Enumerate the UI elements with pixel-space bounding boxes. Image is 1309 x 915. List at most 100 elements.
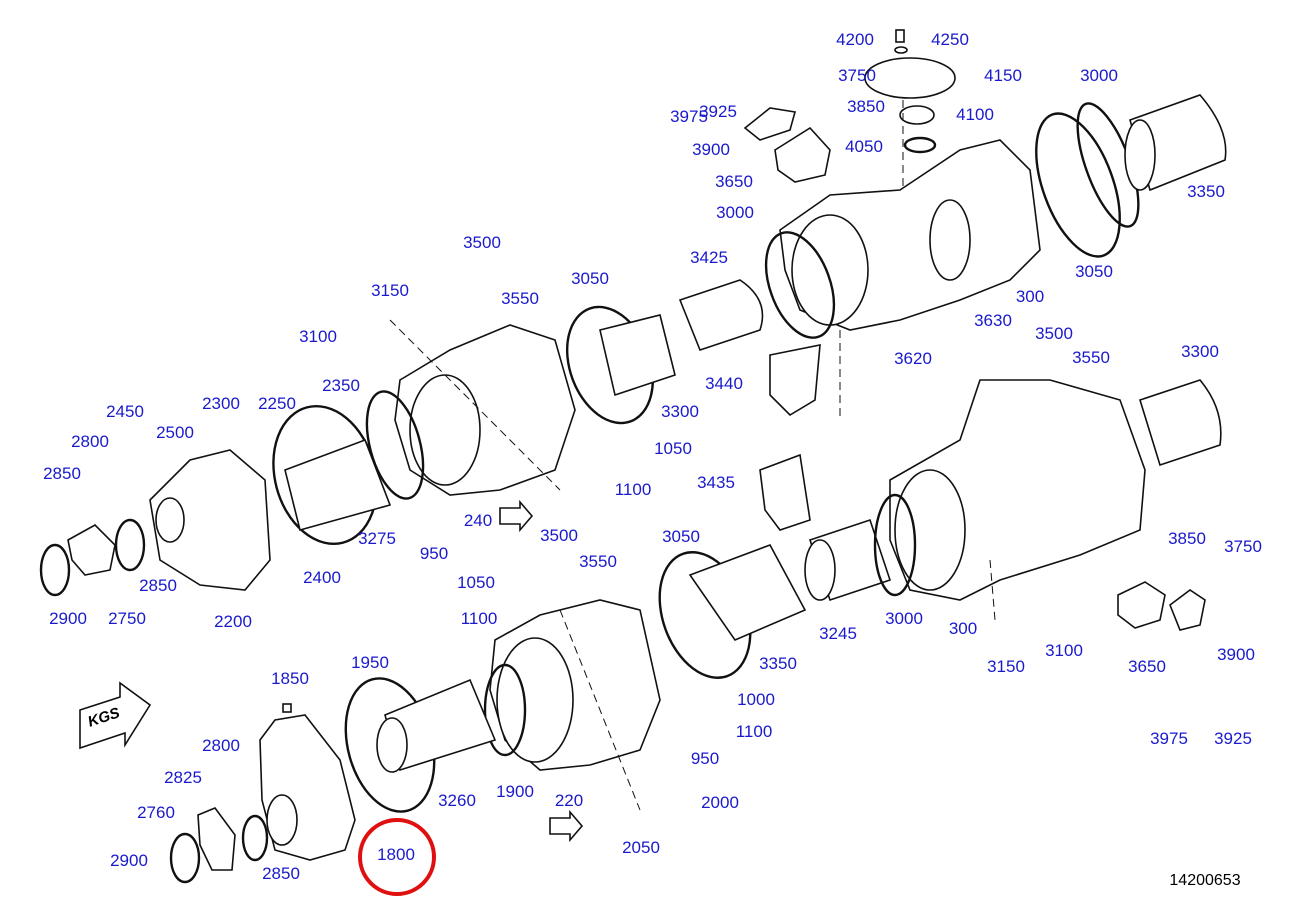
part-label-2000[interactable]: 2000 [701,793,739,812]
part-label-950[interactable]: 950 [690,749,720,768]
part-label-3750[interactable]: 3750 [1224,537,1262,556]
pump-3650-top[interactable] [774,126,831,183]
o-ring-2900-lower[interactable] [169,832,201,884]
part-label-2450[interactable]: 2450 [106,402,144,421]
part-label-3550[interactable]: 3550 [501,289,539,308]
part-label-2800[interactable]: 2800 [202,736,240,755]
part-label-3925[interactable]: 3925 [1214,729,1252,748]
part-label-4250[interactable]: 4250 [931,30,969,49]
part-label-3050[interactable]: 3050 [571,269,609,288]
part-label-3245[interactable]: 3245 [819,624,857,643]
part-label-3440[interactable]: 3440 [705,374,743,393]
o-ring-3000-top[interactable] [1019,103,1136,268]
part-label-3000[interactable]: 3000 [885,609,923,628]
cover-4150[interactable] [864,57,956,99]
part-label-3850[interactable]: 3850 [1168,529,1206,548]
plug-1850[interactable] [282,703,292,713]
part-label-3050[interactable]: 3050 [1075,262,1113,281]
part-label-4050[interactable]: 4050 [845,137,883,156]
part-label-2050[interactable]: 2050 [622,838,660,857]
part-label-3100[interactable]: 3100 [299,327,337,346]
washer-4200[interactable] [894,46,908,54]
part-label-1100[interactable]: 1100 [460,609,498,628]
o-ring-2850-lower[interactable] [241,814,269,862]
part-label-3260[interactable]: 3260 [438,791,476,810]
cover-2200[interactable] [149,449,271,591]
part-label-3050[interactable]: 3050 [662,527,700,546]
insert-3440[interactable] [769,344,821,417]
part-label-1100[interactable]: 1100 [735,722,773,741]
o-ring-1900[interactable] [483,663,527,757]
sleeve-3425[interactable] [678,279,764,351]
part-label-3650[interactable]: 3650 [715,172,753,191]
part-label-3425[interactable]: 3425 [690,248,728,267]
sleeve-3300-mid[interactable] [599,314,676,397]
part-label-3975[interactable]: 3975 [1150,729,1188,748]
part-label-3650[interactable]: 3650 [1128,657,1166,676]
part-label-2825[interactable]: 2825 [164,768,202,787]
part-label-2850[interactable]: 2850 [139,576,177,595]
part-label-3620[interactable]: 3620 [894,349,932,368]
part-label-2900[interactable]: 2900 [49,609,87,628]
part-label-2750[interactable]: 2750 [108,609,146,628]
o-ring-2900-left[interactable] [39,543,71,597]
part-label-2200[interactable]: 2200 [214,612,252,631]
sleeve-3350-lower[interactable] [688,544,807,641]
gasket-3900-top[interactable] [743,107,797,141]
part-label-1900[interactable]: 1900 [496,782,534,801]
part-label-3350[interactable]: 3350 [759,654,797,673]
part-label-2850[interactable]: 2850 [43,464,81,483]
part-label-2500[interactable]: 2500 [156,423,194,442]
part-label-2300[interactable]: 2300 [202,394,240,413]
part-label-3300[interactable]: 3300 [661,402,699,421]
part-label-1050[interactable]: 1050 [457,573,495,592]
part-label-3850[interactable]: 3850 [847,97,885,116]
flange-2760[interactable] [197,807,236,871]
gasket-3900-lower[interactable] [1169,589,1206,631]
o-ring-2850-left[interactable] [114,518,146,572]
part-label-4150[interactable]: 4150 [984,66,1022,85]
part-label-3500[interactable]: 3500 [540,526,578,545]
part-label-240[interactable]: 240 [463,511,493,530]
part-label-3000[interactable]: 3000 [1080,66,1118,85]
part-label-2850[interactable]: 2850 [262,864,300,883]
part-label-300[interactable]: 300 [1015,287,1045,306]
part-label-1000[interactable]: 1000 [737,690,775,709]
flange-2750[interactable] [67,524,116,576]
pump-3650-lower[interactable] [1117,581,1166,629]
part-label-220[interactable]: 220 [554,791,584,810]
part-label-1950[interactable]: 1950 [351,653,389,672]
part-label-2760[interactable]: 2760 [137,803,175,822]
part-label-1050[interactable]: 1050 [654,439,692,458]
part-label-3900[interactable]: 3900 [1217,645,1255,664]
part-label-3150[interactable]: 3150 [987,657,1025,676]
part-label-3000[interactable]: 3000 [716,203,754,222]
part-label-4100[interactable]: 4100 [956,105,994,124]
part-label-3435[interactable]: 3435 [697,473,735,492]
part-label-3500[interactable]: 3500 [463,233,501,252]
part-label-3750[interactable]: 3750 [838,66,876,85]
part-label-3100[interactable]: 3100 [1045,641,1083,660]
part-label-3550[interactable]: 3550 [579,552,617,571]
part-label-950[interactable]: 950 [419,544,449,563]
plug-4100[interactable] [899,105,935,125]
part-label-3550[interactable]: 3550 [1072,348,1110,367]
part-label-1100[interactable]: 1100 [614,480,652,499]
insert-3435[interactable] [759,453,811,531]
part-label-3275[interactable]: 3275 [358,529,396,548]
sleeve-3300-right[interactable] [1139,379,1222,467]
part-label-2800[interactable]: 2800 [71,432,109,451]
o-ring-4050[interactable] [903,136,937,154]
part-label-3500[interactable]: 3500 [1035,324,1073,343]
part-label-3300[interactable]: 3300 [1181,342,1219,361]
sleeve-3275[interactable] [284,438,392,531]
bolt-4250[interactable] [895,29,905,43]
part-label-3150[interactable]: 3150 [371,281,409,300]
part-label-3925[interactable]: 3925 [699,102,737,121]
part-label-1850[interactable]: 1850 [271,669,309,688]
part-label-300[interactable]: 300 [948,619,978,638]
part-label-3900[interactable]: 3900 [692,140,730,159]
part-label-2250[interactable]: 2250 [258,394,296,413]
part-label-4200[interactable]: 4200 [836,30,874,49]
part-label-3630[interactable]: 3630 [974,311,1012,330]
